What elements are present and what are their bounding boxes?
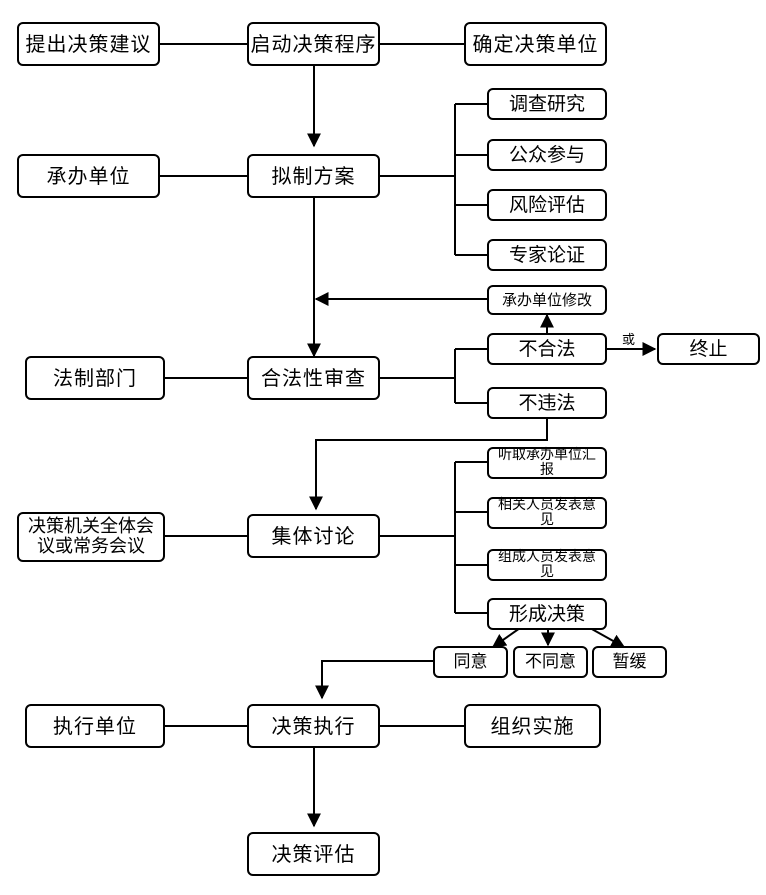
arrow-tongyi-zhixing xyxy=(315,660,433,700)
node-jiguan: 决策机关全体会议或常务会议 xyxy=(17,512,165,562)
node-zhongzhi: 终止 xyxy=(657,333,760,365)
node-zhixingdanwei: 执行单位 xyxy=(25,704,165,748)
node-zucheng: 组成人员发表意见 xyxy=(487,549,607,581)
node-fazhi: 法制部门 xyxy=(25,356,165,400)
arrow-xingcheng-zanhuan xyxy=(589,627,626,648)
node-tingqu: 听取承办单位汇报 xyxy=(487,447,607,479)
node-xiugai: 承办单位修改 xyxy=(487,285,607,315)
node-pinggu: 决策评估 xyxy=(247,832,380,876)
node-diaocha: 调查研究 xyxy=(487,88,607,120)
node-xingcheng: 形成决策 xyxy=(487,598,607,630)
arrow-buweifa-jiti xyxy=(309,419,548,511)
node-chengban: 承办单位 xyxy=(17,154,160,198)
node-xiangguan: 相关人员发表意见 xyxy=(487,497,607,529)
node-hefa: 合法性审查 xyxy=(247,356,380,400)
label-huo: 或 xyxy=(622,333,636,348)
node-tongyi: 同意 xyxy=(433,646,508,678)
node-qidong: 启动决策程序 xyxy=(247,22,380,66)
node-buhefa: 不合法 xyxy=(487,333,607,365)
node-zhixing: 决策执行 xyxy=(247,704,380,748)
node-fengxian: 风险评估 xyxy=(487,189,607,221)
node-nizhi: 拟制方案 xyxy=(247,154,380,198)
node-jiti: 集体讨论 xyxy=(247,514,380,558)
node-buweifa: 不违法 xyxy=(487,387,607,419)
node-zhuanjia: 专家论证 xyxy=(487,239,607,271)
node-gongzhong: 公众参与 xyxy=(487,139,607,171)
node-zuzhi: 组织实施 xyxy=(464,704,601,748)
node-zanhuan: 暂缓 xyxy=(592,646,667,678)
arrow-xingcheng-tongyi xyxy=(491,627,521,648)
node-tichu: 提出决策建议 xyxy=(17,22,160,66)
node-queding: 确定决策单位 xyxy=(464,22,607,66)
node-butongyi: 不同意 xyxy=(513,646,588,678)
